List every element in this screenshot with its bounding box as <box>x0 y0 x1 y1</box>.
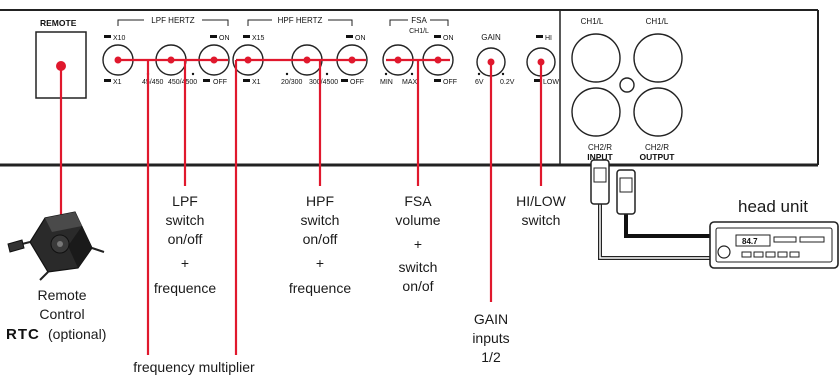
amplifier-panel <box>0 9 819 167</box>
ch1-input-jack[interactable] <box>571 33 621 83</box>
fsa-group: FSA CH1/L MIN MAX ON OFF <box>380 15 457 186</box>
head-unit-label: head unit <box>738 197 808 216</box>
remote-control-unit <box>7 211 105 281</box>
ch2-input-label: CH2/R <box>588 143 612 152</box>
ground-screw <box>619 77 635 93</box>
fsa-sub-label: CH1/L <box>409 28 429 35</box>
lpf-on-label: ON <box>219 35 230 42</box>
rca-cable <box>590 159 716 260</box>
lpf-caption-line-2: switch <box>166 212 205 228</box>
lpf-group-label: LPF HERTZ <box>151 16 195 25</box>
hpf-caption-line-1: HPF <box>306 193 334 209</box>
ch1-output-jack[interactable] <box>633 33 683 83</box>
hpf-on-label: ON <box>355 35 366 42</box>
fsa-tick-min: MIN <box>380 79 393 86</box>
fsa-on-label: ON <box>443 35 454 42</box>
hpf-x15-label: X15 <box>252 35 265 42</box>
remote-section: REMOTE <box>35 18 87 228</box>
hi-low-group: HI LOW <box>526 35 559 186</box>
fsa-caption-line-2: volume <box>395 212 440 228</box>
lpf-x10-label: X10 <box>113 35 126 42</box>
lpf-x1-label: X1 <box>113 79 122 86</box>
hpf-caption-line-2: switch <box>301 212 340 228</box>
hpf-caption-line-5: frequence <box>289 280 351 296</box>
hpf-caption-line-4: + <box>316 255 324 271</box>
rtc-optional-label: (optional) <box>48 326 106 342</box>
gain-label: GAIN <box>481 33 501 42</box>
head-unit-knob <box>717 245 731 259</box>
rca-jacks: CH1/L CH1/L CH2/R CH2/R INPUT OUTPUT <box>571 17 683 162</box>
ch1-output-label: CH1/L <box>646 17 669 26</box>
gain-caption-line-2: inputs <box>472 330 509 346</box>
hpf-group: HPF HERTZ X15 X1 20/300 300/4500 ON OFF <box>232 15 368 355</box>
hpf-x1-label: X1 <box>252 79 261 86</box>
head-unit-frequency: 84.7 <box>742 237 758 246</box>
lpf-group: LPF HERTZ X10 X1 45/450 450/4500 ON OFF <box>102 15 230 355</box>
rtc-logo: RTC <box>6 326 40 343</box>
hpf-group-label: HPF HERTZ <box>278 16 323 25</box>
lpf-caption: LPF switch on/off + frequence <box>154 193 216 296</box>
input-label: INPUT <box>587 152 613 162</box>
fsa-caption: FSA volume + switch on/of <box>395 193 440 294</box>
fsa-caption-line-4: switch <box>399 259 438 275</box>
lpf-tick-high: 450/4500 <box>168 79 197 86</box>
gain-caption: GAIN inputs 1/2 <box>472 311 509 365</box>
hi-label: HI <box>545 35 552 42</box>
hpf-caption-line-3: on/off <box>303 231 338 247</box>
remote-label: REMOTE <box>40 18 77 28</box>
gain-caption-line-1: GAIN <box>474 311 508 327</box>
lpf-off-label: OFF <box>213 79 227 86</box>
lpf-caption-line-5: frequence <box>154 280 216 296</box>
fsa-caption-line-1: FSA <box>404 193 432 209</box>
ch2-input-jack[interactable] <box>571 87 621 137</box>
lpf-caption-line-4: + <box>181 255 189 271</box>
head-unit: head unit 84.7 <box>709 197 839 269</box>
fsa-tick-max: MAX <box>402 79 418 86</box>
hpf-tick-high: 300/4500 <box>309 79 338 86</box>
fsa-group-label: FSA <box>411 16 427 25</box>
hi-low-caption-line-2: switch <box>522 212 561 228</box>
frequency-multiplier-caption: frequency multiplier <box>133 359 255 375</box>
hi-low-caption: HI/LOW switch <box>516 193 567 228</box>
hpf-off-label: OFF <box>350 79 364 86</box>
remote-caption: Remote Control RTC (optional) <box>6 287 106 343</box>
gain-tick-low: 6V <box>475 79 484 86</box>
remote-caption-line-2: Control <box>39 306 84 322</box>
lpf-caption-line-3: on/off <box>168 231 203 247</box>
remote-caption-line-1: Remote <box>37 287 86 303</box>
ch1-input-label: CH1/L <box>581 17 604 26</box>
fsa-off-label: OFF <box>443 79 457 86</box>
head-unit-display <box>735 234 771 247</box>
lpf-caption-line-1: LPF <box>172 193 198 209</box>
hpf-caption: HPF switch on/off + frequence <box>289 193 351 296</box>
output-label: OUTPUT <box>640 152 676 162</box>
ch2-output-jack[interactable] <box>633 87 683 137</box>
low-label: LOW <box>543 79 559 86</box>
ch2-output-label: CH2/R <box>645 143 669 152</box>
fsa-caption-line-5: on/of <box>402 278 433 294</box>
gain-caption-line-3: 1/2 <box>481 349 501 365</box>
lpf-tick-low: 45/450 <box>142 79 164 86</box>
fsa-caption-line-3: + <box>414 236 422 252</box>
hi-low-caption-line-1: HI/LOW <box>516 193 567 209</box>
gain-group: GAIN 6V 0.2V <box>475 33 515 302</box>
hpf-tick-low: 20/300 <box>281 79 303 86</box>
gain-tick-high: 0.2V <box>500 79 515 86</box>
